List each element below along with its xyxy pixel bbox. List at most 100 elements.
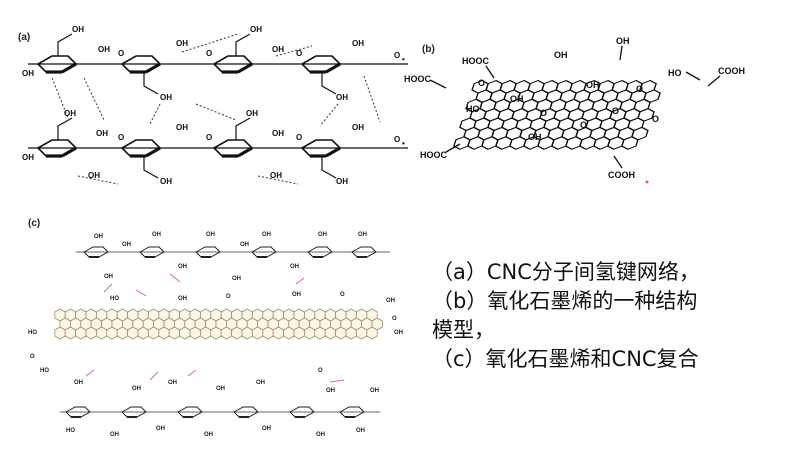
hex-ring — [189, 326, 201, 340]
svg-text:HO: HO — [28, 330, 37, 336]
svg-text:O: O — [540, 108, 547, 118]
hex-ring — [95, 326, 108, 340]
cellulose-chain-bottom — [28, 117, 408, 179]
composite-sheet-labels: HO OH OH O O HO — [28, 298, 403, 374]
svg-text:OH: OH — [216, 386, 225, 392]
composite-cellulose-bottom — [60, 406, 380, 418]
svg-text:OH: OH — [160, 177, 172, 186]
hex-ring — [106, 326, 118, 340]
svg-text:O: O — [580, 120, 587, 130]
svg-text:OH: OH — [386, 298, 395, 304]
svg-text:HO: HO — [66, 428, 75, 434]
hex-ring — [366, 326, 378, 340]
svg-text:O: O — [30, 354, 35, 360]
svg-text:OH: OH — [352, 123, 364, 132]
svg-text:O: O — [206, 49, 212, 58]
svg-text:OH: OH — [104, 274, 113, 280]
panel-b-graphene-oxide: (b) HOOC HOOC OH OH HO COOH HOOC COOH OH… — [404, 36, 745, 184]
caption-line-b-cont: 模型， — [432, 318, 495, 342]
svg-text:OH: OH — [240, 242, 249, 248]
hex-ring — [210, 326, 222, 340]
svg-text:OH: OH — [326, 388, 335, 394]
hex-ring — [179, 326, 191, 340]
panel-a-label: (a) — [18, 32, 30, 43]
svg-text:OH: OH — [204, 432, 213, 438]
svg-text:O: O — [340, 292, 345, 298]
hex-ring — [231, 326, 243, 340]
svg-text:OH: OH — [528, 132, 542, 142]
svg-text:OH: OH — [96, 129, 108, 138]
hex-ring — [324, 326, 337, 340]
graphene-oxide-sheet — [452, 79, 662, 150]
caption-line-a: （a）CNC分子间氢键网络， — [432, 260, 700, 284]
svg-text:OH: OH — [160, 93, 172, 102]
svg-text:OH: OH — [318, 232, 327, 238]
svg-text:O: O — [118, 133, 124, 142]
panel-b-label: (b) — [422, 44, 435, 55]
svg-text:COOH: COOH — [608, 170, 635, 180]
red-dot — [645, 180, 649, 184]
svg-text:O: O — [226, 294, 231, 300]
hex-ring — [54, 326, 66, 340]
hex-ring — [293, 326, 305, 340]
panel-c-go-cnc-composite: (c) OH OH OH OH OH OH OH OH OH OH OH OH … — [28, 218, 403, 438]
svg-text:O: O — [392, 316, 397, 322]
panel-c-label: (c) — [28, 218, 40, 229]
svg-text:HO: HO — [668, 68, 682, 78]
svg-text:O: O — [612, 106, 619, 116]
svg-text:OH: OH — [272, 45, 284, 54]
svg-text:OH: OH — [98, 45, 110, 54]
svg-text:OH: OH — [586, 80, 600, 90]
svg-text:HO: HO — [466, 104, 480, 114]
svg-text:OH: OH — [176, 39, 188, 48]
cellulose-bottom-labels: OH OH OH O OH OH O OH OH O OH OH O • OH … — [22, 109, 405, 186]
svg-text:OH: OH — [336, 93, 348, 102]
svg-text:OH: OH — [250, 25, 262, 34]
svg-text:OH: OH — [370, 388, 379, 394]
hex-ring — [168, 326, 181, 340]
svg-text:OH: OH — [122, 242, 131, 248]
svg-text:OH: OH — [72, 25, 84, 34]
svg-text:O: O — [318, 368, 323, 374]
svg-text:OH: OH — [358, 232, 367, 238]
svg-text:O: O — [296, 49, 302, 58]
hex-ring — [241, 326, 253, 340]
hex-ring — [220, 326, 232, 340]
hydrogen-bonds — [51, 33, 381, 185]
svg-text:OH: OH — [22, 69, 34, 78]
composite-graphene-sheet — [54, 308, 383, 340]
caption-line-b: （b）氧化石墨烯的一种结构 — [432, 289, 698, 313]
svg-text:OH: OH — [156, 426, 165, 432]
svg-text:OH: OH — [272, 129, 284, 138]
svg-text:HO: HO — [40, 368, 49, 374]
svg-text:HOOC: HOOC — [420, 150, 448, 160]
hex-ring — [64, 326, 76, 340]
svg-text:OH: OH — [394, 330, 403, 336]
hex-ring — [200, 326, 212, 340]
composite-top-labels: OH OH OH OH OH OH OH OH OH OH OH OH HO O… — [94, 232, 367, 302]
go-functional-groups: HOOC HOOC OH OH HO COOH HOOC COOH OH OH … — [404, 36, 745, 180]
svg-text:•: • — [402, 55, 405, 64]
cellulose-chain-top — [28, 33, 408, 95]
svg-text:OH: OH — [206, 232, 215, 238]
svg-text:COOH: COOH — [718, 66, 745, 76]
svg-text:O: O — [636, 84, 643, 94]
svg-text:OH: OH — [88, 171, 100, 180]
svg-text:OH: OH — [132, 386, 141, 392]
hex-ring — [116, 326, 128, 340]
go-bonds — [429, 45, 721, 169]
composite-bottom-labels: OH OH OH OH OH O OH OH HO OH OH OH OH OH… — [66, 368, 379, 438]
svg-text:OH: OH — [246, 109, 258, 118]
svg-text:OH: OH — [110, 432, 119, 438]
svg-text:HOOC: HOOC — [404, 74, 432, 84]
svg-text:OH: OH — [176, 123, 188, 132]
svg-text:OH: OH — [336, 177, 348, 186]
hex-ring — [158, 326, 170, 340]
svg-text:OH: OH — [262, 232, 271, 238]
svg-text:O: O — [652, 114, 659, 124]
svg-text:O: O — [296, 133, 302, 142]
hex-ring — [355, 326, 368, 340]
svg-text:OH: OH — [356, 428, 365, 434]
hex-ring — [272, 326, 284, 340]
